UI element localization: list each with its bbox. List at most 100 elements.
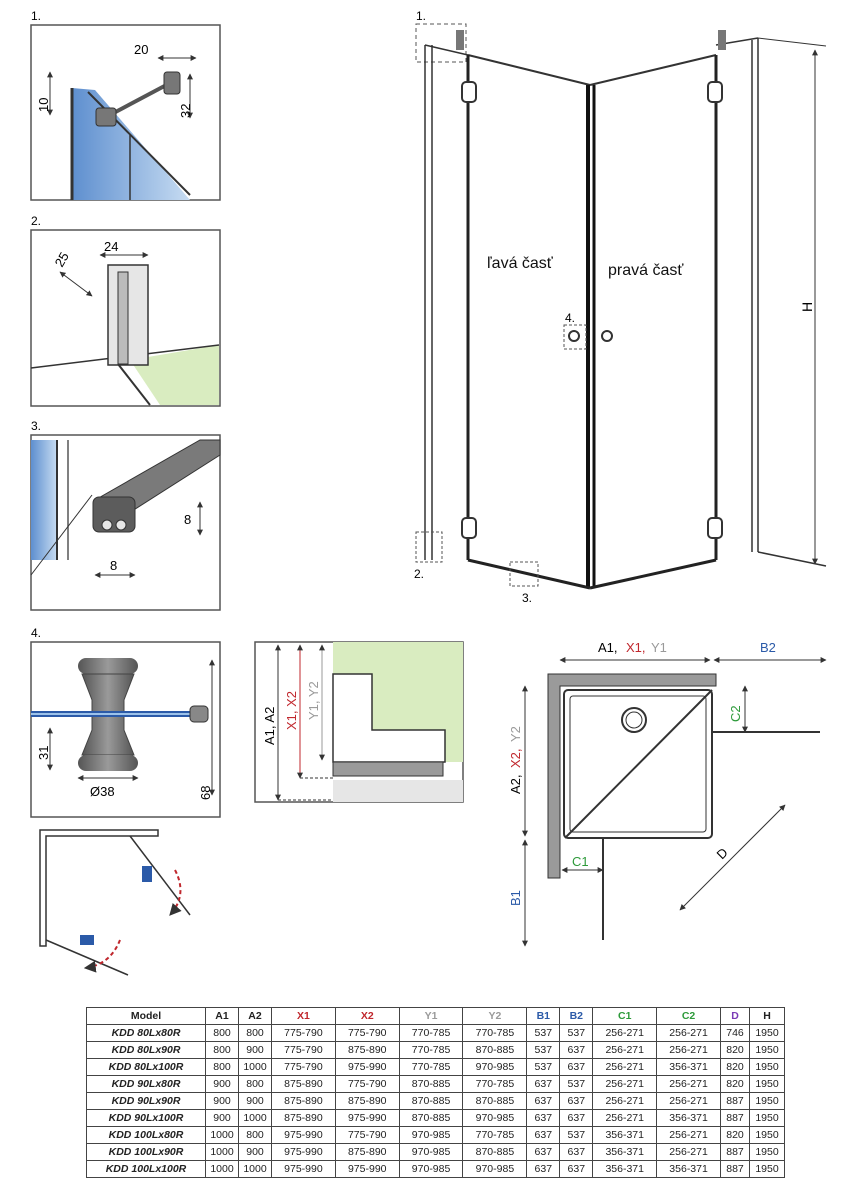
- table-cell: 256-271: [592, 1058, 658, 1076]
- table-cell: 975-990: [271, 1160, 336, 1178]
- table-cell: 970-985: [398, 1143, 464, 1161]
- swing-sketch: [39, 829, 191, 976]
- table-cell: 975-990: [334, 1109, 400, 1127]
- table-cell: 887: [720, 1092, 750, 1110]
- table-cell: 970-985: [398, 1160, 464, 1178]
- plan-left-x: X2,: [508, 748, 523, 768]
- detail-3-dim-w: 8: [110, 558, 117, 573]
- table-cell: 770-785: [462, 1126, 528, 1144]
- table-cell: 970-985: [462, 1058, 528, 1076]
- plan-left-a: A2,: [508, 774, 523, 794]
- detail-3: 3. 8 8: [30, 419, 221, 611]
- plan-top-a: A1,: [598, 640, 618, 655]
- table-cell: 637: [559, 1109, 594, 1127]
- table-cell: 256-271: [656, 1126, 721, 1144]
- table-cell: 746: [720, 1024, 750, 1042]
- table-cell: 775-790: [334, 1075, 400, 1093]
- table-cell: 770-785: [462, 1024, 528, 1042]
- table-cell: 775-790: [271, 1024, 336, 1042]
- table-cell: 900: [238, 1041, 272, 1059]
- table-cell: 800: [205, 1058, 239, 1076]
- profile-view: A1, A2 X1, X2 Y1, Y2: [254, 641, 464, 803]
- plan-c2: C2: [728, 705, 743, 722]
- plan-left-b1: B1: [508, 890, 523, 906]
- detail-4-marker: 4.: [31, 626, 41, 640]
- main-callout-1: 1.: [416, 9, 426, 23]
- table-cell: 900: [205, 1075, 239, 1093]
- table-cell: 970-985: [462, 1109, 528, 1127]
- col-a2: A2: [238, 1007, 272, 1025]
- table-cell: 887: [720, 1109, 750, 1127]
- profile-label-a: A1, A2: [262, 707, 277, 745]
- table-cell: 356-371: [592, 1143, 658, 1161]
- detail-4-dim-diameter: Ø38: [90, 784, 115, 799]
- table-cell: 875-890: [334, 1041, 400, 1059]
- col-c2: C2: [656, 1007, 721, 1025]
- profile-label-x: X1, X2: [284, 691, 299, 730]
- profile-label-y: Y1, Y2: [306, 681, 321, 720]
- detail-2-dim-a: 25: [52, 249, 72, 269]
- table-cell: 1950: [749, 1024, 785, 1042]
- table-cell-model: KDD 100Lx100R: [86, 1160, 206, 1178]
- table-cell: 356-371: [592, 1160, 658, 1178]
- table-cell: 900: [238, 1143, 272, 1161]
- table-cell: 887: [720, 1160, 750, 1178]
- main-view: 1. 4. 2. 3. H: [414, 9, 827, 605]
- table-cell: 637: [559, 1160, 594, 1178]
- col-x2: X2: [334, 1007, 400, 1025]
- table-cell: 256-271: [592, 1075, 658, 1093]
- detail-2-marker: 2.: [31, 214, 41, 228]
- col-a1: A1: [205, 1007, 239, 1025]
- table-cell: 537: [559, 1075, 594, 1093]
- table-cell: 256-271: [592, 1109, 658, 1127]
- col-h: H: [749, 1007, 785, 1025]
- table-cell: 256-271: [592, 1041, 658, 1059]
- table-cell: 770-785: [462, 1075, 528, 1093]
- main-callout-3: 3.: [522, 591, 532, 605]
- table-cell: 900: [238, 1092, 272, 1110]
- table-cell: 887: [720, 1143, 750, 1161]
- table-cell: 820: [720, 1058, 750, 1076]
- table-cell: 1950: [749, 1092, 785, 1110]
- table-cell: 870-885: [462, 1143, 528, 1161]
- table-cell: 1950: [749, 1160, 785, 1178]
- table-cell-model: KDD 90Lx90R: [86, 1092, 206, 1110]
- plan-d: D: [714, 845, 731, 862]
- detail-3-marker: 3.: [31, 419, 41, 433]
- table-cell: 800: [238, 1024, 272, 1042]
- table-cell: 1000: [205, 1143, 239, 1161]
- col-d: D: [720, 1007, 750, 1025]
- table-cell-model: KDD 90Lx80R: [86, 1075, 206, 1093]
- table-cell: 356-371: [656, 1109, 721, 1127]
- label-right-part: pravá časť: [608, 262, 684, 279]
- table-cell-model: KDD 100Lx90R: [86, 1143, 206, 1161]
- col-model: Model: [86, 1007, 206, 1025]
- table-cell: 775-790: [334, 1126, 400, 1144]
- detail-2-dim-b: 24: [104, 239, 118, 254]
- table-cell: 820: [720, 1126, 750, 1144]
- col-y1: Y1: [398, 1007, 464, 1025]
- table-cell: 875-890: [334, 1092, 400, 1110]
- table-cell: 775-790: [334, 1024, 400, 1042]
- table-cell: 775-790: [271, 1041, 336, 1059]
- table-cell: 870-885: [462, 1041, 528, 1059]
- table-cell-model: KDD 80Lx90R: [86, 1041, 206, 1059]
- plan-top-b2: B2: [760, 640, 776, 655]
- table-cell: 256-271: [592, 1092, 658, 1110]
- table-cell: 770-785: [398, 1024, 464, 1042]
- plan-top-x: X1,: [626, 640, 646, 655]
- table-cell: 537: [559, 1024, 594, 1042]
- table-cell: 256-271: [592, 1024, 658, 1042]
- plan-view: A1, X1, Y1 B2 A2, X2, Y2 B1 C1 C2 D: [508, 640, 827, 947]
- table-cell: 775-790: [271, 1058, 336, 1076]
- table-cell: 975-990: [271, 1126, 336, 1144]
- table-cell: 800: [205, 1041, 239, 1059]
- table-cell: 900: [205, 1092, 239, 1110]
- table-cell: 356-371: [656, 1058, 721, 1076]
